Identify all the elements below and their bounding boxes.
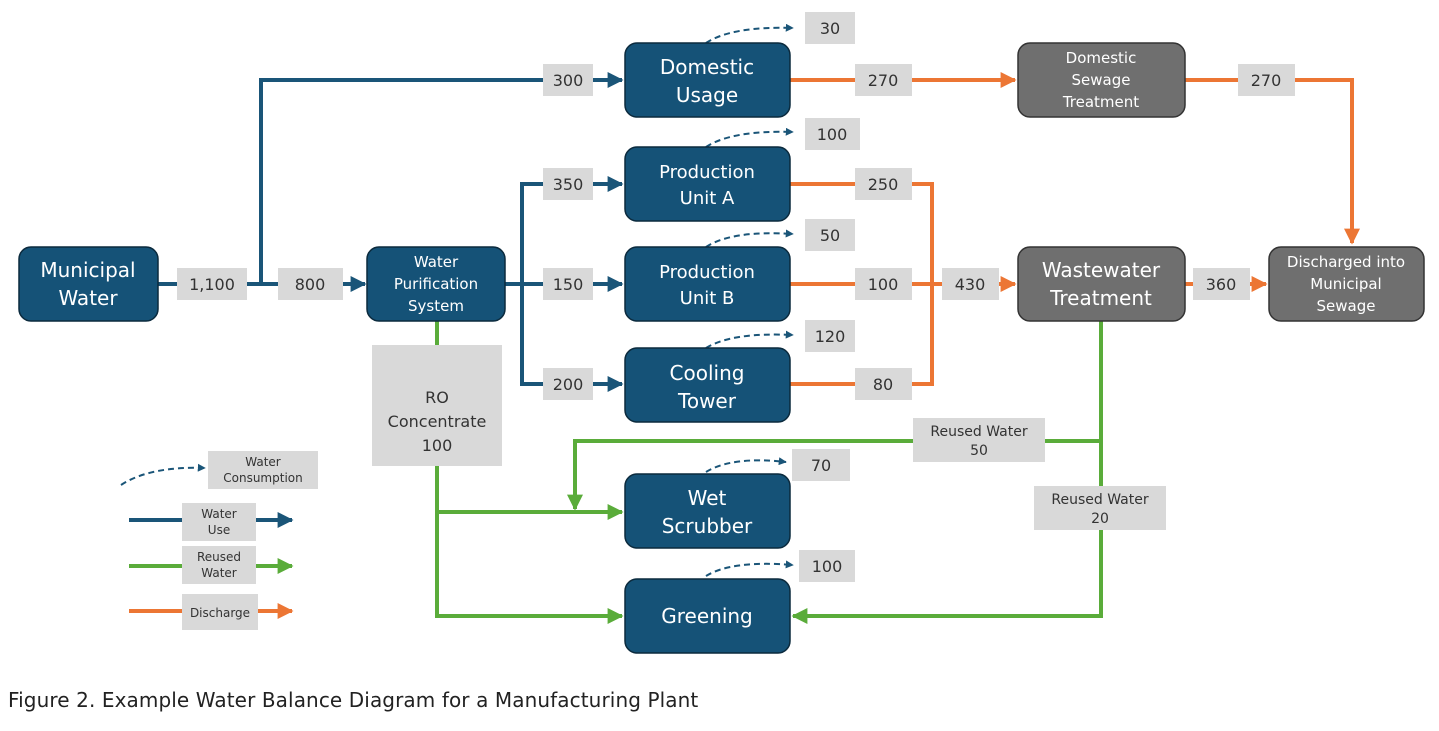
flow-sewage-to-discharged — [1185, 78, 1360, 245]
consumption-arc-greening — [705, 560, 794, 577]
consumption-arc-prod-b — [705, 229, 794, 248]
svg-text:Discharge: Discharge — [190, 606, 250, 620]
svg-text:120: 120 — [815, 327, 846, 346]
consumption-arc-cooling — [705, 330, 794, 349]
consumption-arc-domestic — [705, 23, 794, 44]
flow-label-to-prod-a: 350 — [543, 168, 593, 200]
flow-label-to-wastewater: 430 — [942, 268, 999, 300]
flow-label-to-cooling: 200 — [543, 368, 593, 400]
node-greening: Greening — [624, 578, 791, 654]
svg-text:350: 350 — [553, 175, 584, 194]
svg-text:300: 300 — [553, 71, 584, 90]
svg-text:270: 270 — [1251, 71, 1282, 90]
legend-discharge: Discharge — [129, 594, 294, 630]
consumption-arcs — [120, 23, 794, 577]
svg-text:100: 100 — [868, 275, 899, 294]
svg-text:30: 30 — [820, 19, 840, 38]
svg-text:360: 360 — [1206, 275, 1237, 294]
flow-label-cooling-discharge: 80 — [855, 368, 912, 400]
svg-text:100: 100 — [812, 557, 843, 576]
flow-label-prod-a-consumption: 100 — [805, 118, 860, 150]
consumption-arc-scrubber — [705, 457, 787, 473]
svg-text:430: 430 — [955, 275, 986, 294]
svg-text:50: 50 — [820, 226, 840, 245]
svg-text:80: 80 — [873, 375, 893, 394]
svg-text:1,100: 1,100 — [189, 275, 235, 294]
flow-label-sewage-discharge: 270 — [1238, 64, 1295, 96]
flow-label-domestic-discharge: 270 — [855, 64, 912, 96]
figure-caption: Figure 2. Example Water Balance Diagram … — [8, 688, 699, 712]
discharge-flows — [790, 72, 1360, 386]
consumption-arc-prod-a — [705, 127, 794, 148]
svg-text:800: 800 — [295, 275, 326, 294]
flow-label-prod-a-discharge: 250 — [855, 168, 912, 200]
flow-label-to-purification: 800 — [278, 268, 343, 300]
flow-wastewater-reuse-scrubber — [567, 320, 1103, 511]
svg-text:250: 250 — [868, 175, 899, 194]
legend-consumption-line — [120, 463, 206, 486]
flow-label-cooling-consumption: 120 — [805, 320, 855, 352]
svg-text:100: 100 — [817, 125, 848, 144]
water-use-flows — [158, 72, 624, 392]
svg-text:Greening: Greening — [661, 604, 753, 628]
flow-label-domestic-consumption: 30 — [805, 12, 855, 44]
flow-label-greening-consumption: 100 — [799, 550, 855, 582]
flow-labels: 1,100 300 800 350 150 200 30 100 50 120 … — [177, 12, 1295, 582]
svg-text:270: 270 — [868, 71, 899, 90]
flow-label-prod-b-consumption: 50 — [805, 219, 855, 251]
flow-label-to-prod-b: 150 — [543, 268, 593, 300]
svg-text:70: 70 — [811, 456, 831, 475]
flow-label-wastewater-discharge: 360 — [1193, 268, 1250, 300]
flow-label-prod-b-discharge: 100 — [855, 268, 912, 300]
flow-label-municipal-total: 1,100 — [177, 268, 247, 300]
svg-text:150: 150 — [553, 275, 584, 294]
flow-label-scrubber-consumption: 70 — [792, 449, 850, 481]
svg-text:200: 200 — [553, 375, 584, 394]
flow-label-to-domestic: 300 — [543, 64, 593, 96]
